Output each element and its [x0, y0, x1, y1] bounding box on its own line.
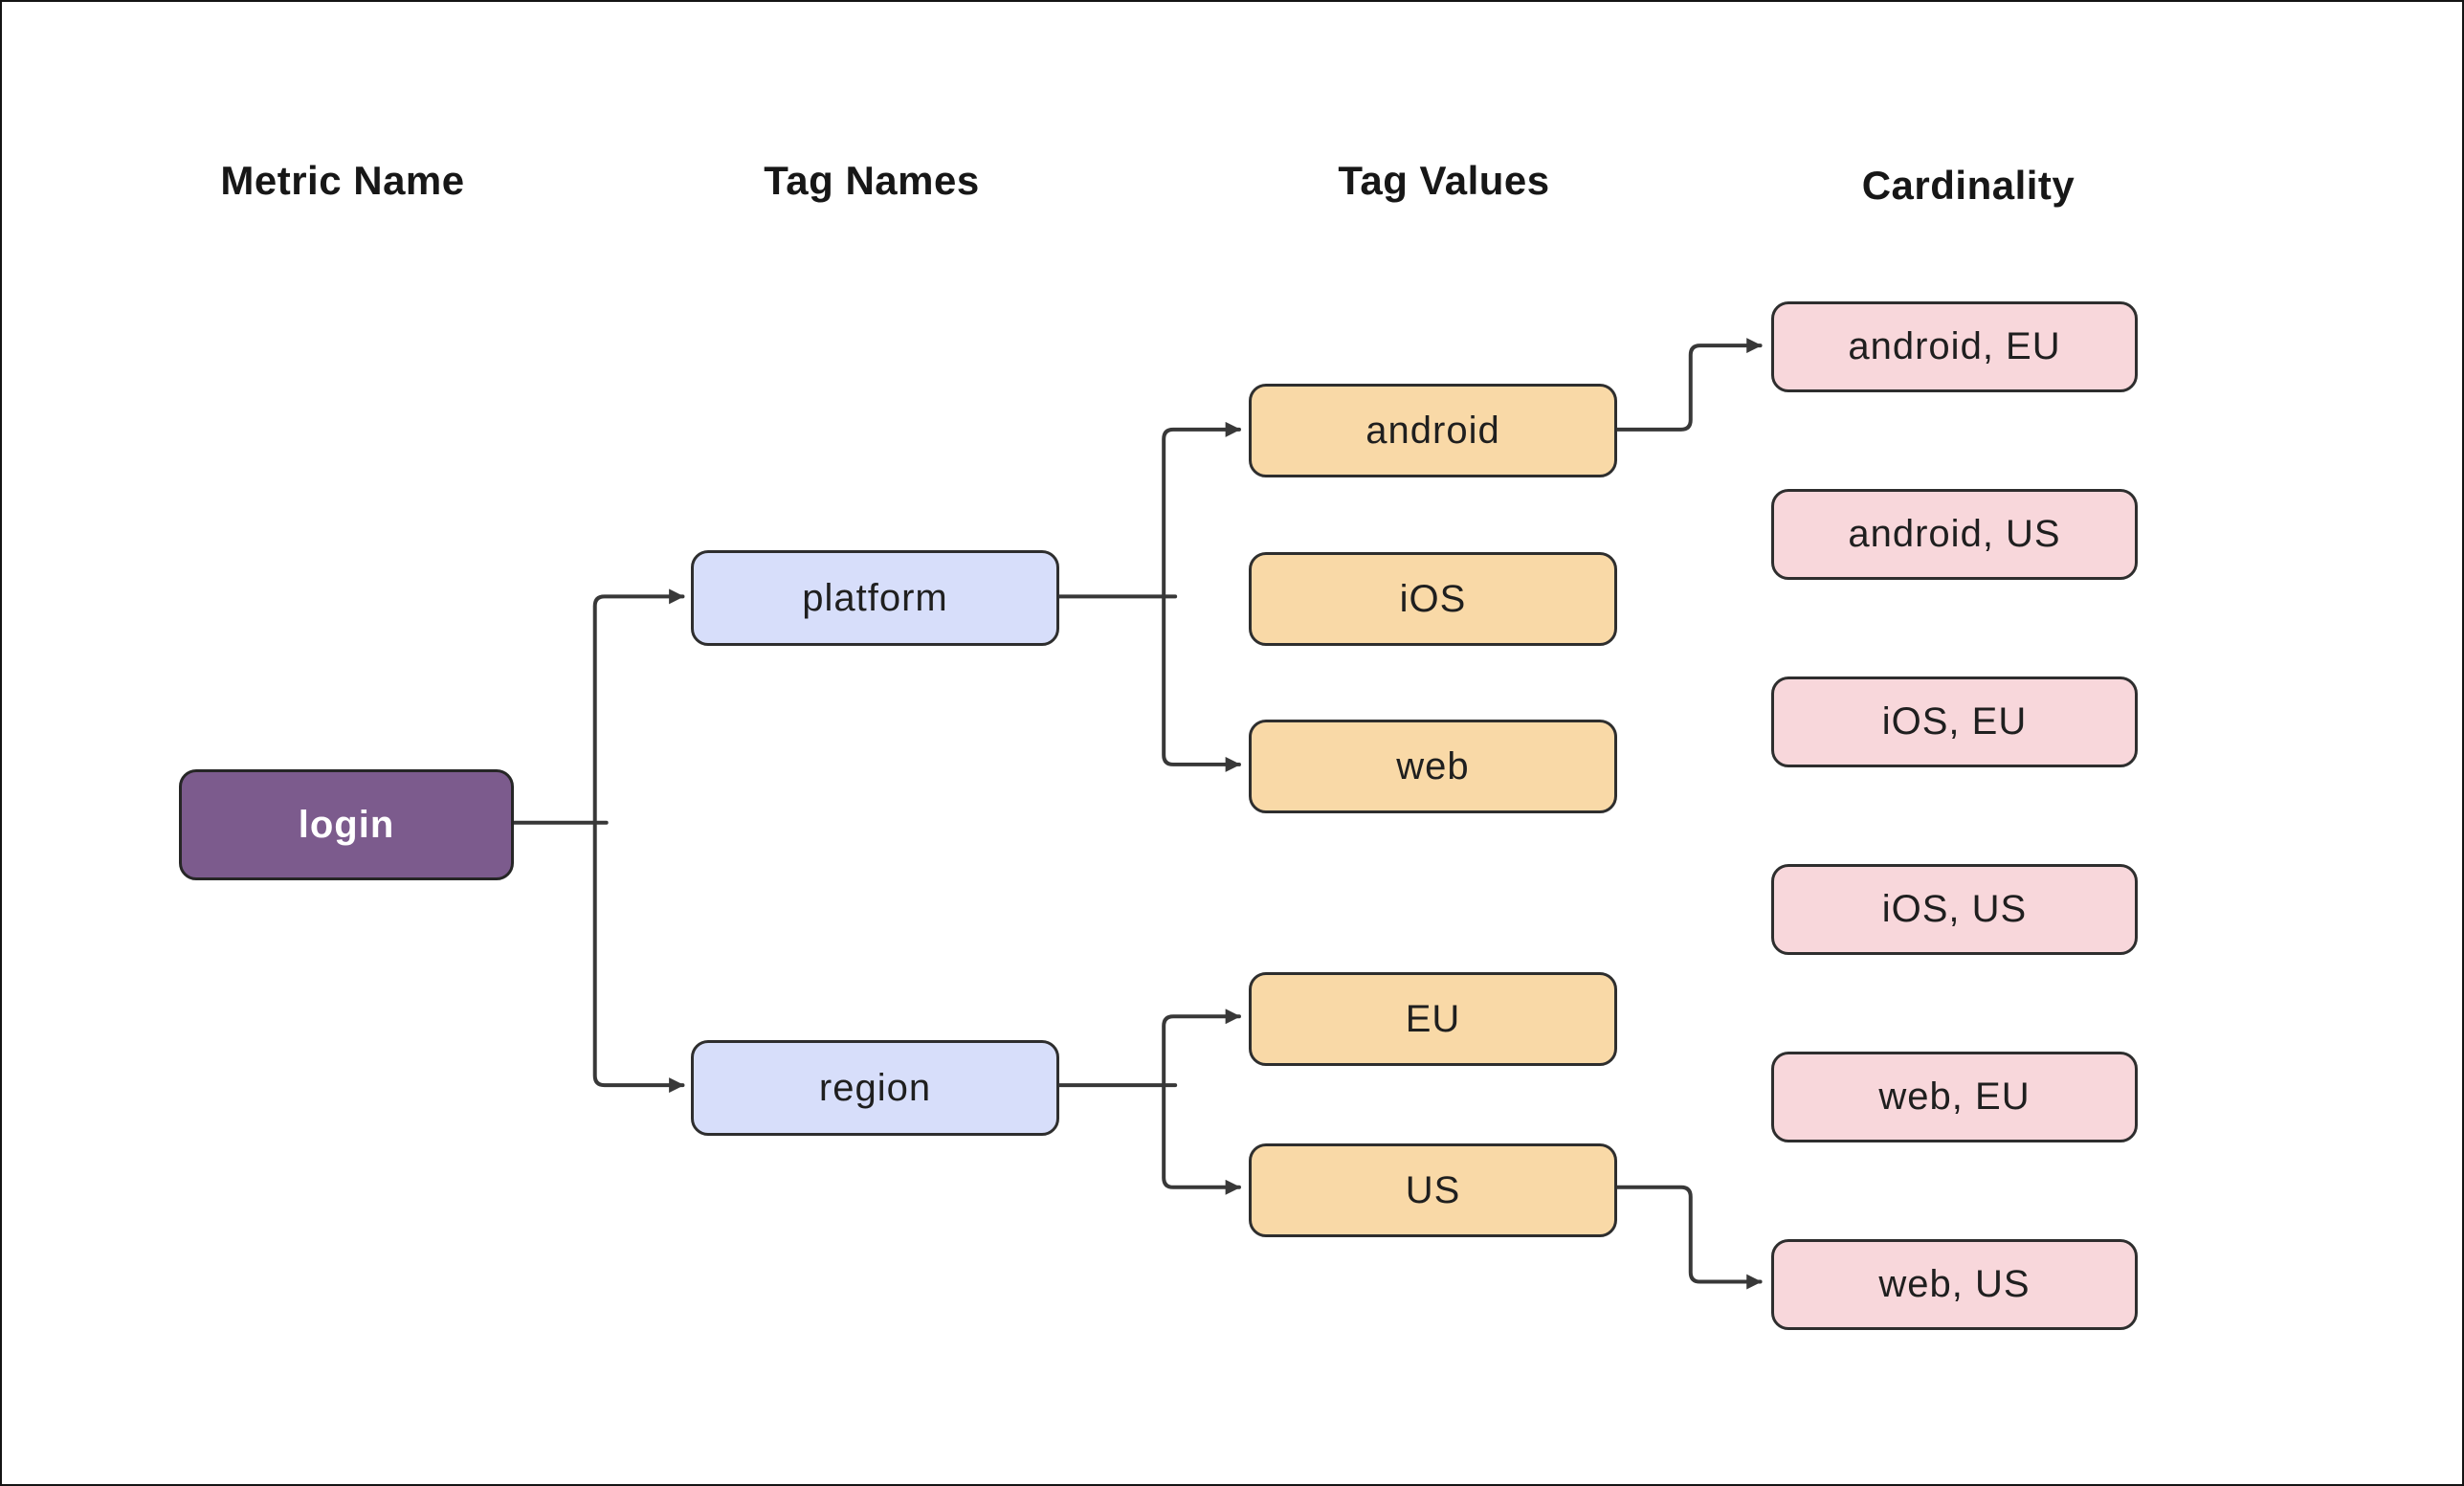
node-region: region [691, 1040, 1059, 1136]
node-platform-label: platform [802, 576, 948, 619]
node-android-label: android [1365, 409, 1500, 452]
node-android-eu: android, EU [1771, 301, 2138, 392]
edge-platform-web [1162, 594, 1241, 772]
node-login: login [179, 769, 514, 880]
column-header-metric-name: Metric Name [220, 158, 465, 203]
edge-region-eu [1162, 1009, 1241, 1088]
column-header-tag-values: Tag Values [1338, 158, 1550, 203]
node-ios-eu-label: iOS, EU [1881, 700, 2028, 743]
node-login-label: login [298, 803, 395, 846]
node-web-us-label: web, US [1878, 1263, 2031, 1305]
node-web: web [1249, 720, 1617, 813]
edge-android-androideu [1611, 338, 1763, 432]
node-us-label: US [1405, 1168, 1461, 1211]
column-header-tag-names: Tag Names [764, 158, 980, 203]
edge-login-region [592, 820, 685, 1094]
node-ios-us-label: iOS, US [1881, 888, 2028, 930]
node-ios-us: iOS, US [1771, 864, 2138, 955]
edge-region-us [1162, 1083, 1241, 1195]
node-eu-label: EU [1405, 997, 1461, 1040]
node-eu: EU [1249, 972, 1617, 1066]
node-android-us: android, US [1771, 489, 2138, 580]
node-ios-label: iOS [1399, 577, 1467, 620]
node-web-eu: web, EU [1771, 1052, 2138, 1142]
node-web-eu-label: web, EU [1878, 1076, 2031, 1118]
node-us: US [1249, 1143, 1617, 1237]
node-web-label: web [1396, 744, 1470, 787]
edge-us-webus [1611, 1185, 1763, 1290]
node-region-label: region [818, 1066, 932, 1109]
node-ios: iOS [1249, 552, 1617, 646]
edge-platform-android [1162, 421, 1241, 599]
edge-login-platform [592, 588, 685, 825]
node-android-us-label: android, US [1848, 513, 2061, 555]
column-header-cardinality: Cardinality [1861, 163, 2076, 208]
node-ios-eu: iOS, EU [1771, 676, 2138, 767]
node-platform: platform [691, 550, 1059, 646]
node-web-us: web, US [1771, 1239, 2138, 1330]
node-android: android [1249, 384, 1617, 477]
node-android-eu-label: android, EU [1848, 325, 2061, 367]
